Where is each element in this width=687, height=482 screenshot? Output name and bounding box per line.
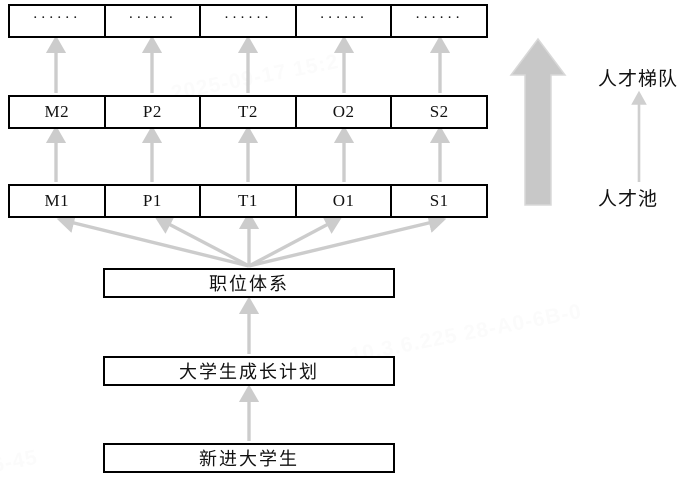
level-cell-t1: T1 bbox=[201, 186, 297, 216]
ellipsis-cell-2: ······ bbox=[106, 6, 202, 36]
level-cell-o1: O1 bbox=[297, 186, 393, 216]
level-cell-p1: P1 bbox=[106, 186, 202, 216]
level-cell-o2: O2 bbox=[297, 97, 393, 127]
level-cell-p2: P2 bbox=[106, 97, 202, 127]
ellipsis-cell-3: ······ bbox=[201, 6, 297, 36]
box-new-graduates: 新进大学生 bbox=[103, 443, 395, 473]
level-cell-m1: M1 bbox=[10, 186, 106, 216]
block-arrow-progression bbox=[509, 37, 567, 206]
level-cell-s2: S2 bbox=[429, 102, 449, 121]
box-position-system: 职位体系 bbox=[103, 268, 395, 298]
arrows-position-fanout bbox=[56, 211, 447, 268]
ellipsis-cell-1: ······ bbox=[10, 6, 106, 36]
ellipsis-row: ······ ······ ······ ······ ······ bbox=[8, 4, 488, 38]
watermark-fragment: 6-45 bbox=[0, 445, 40, 478]
label-talent-pool: 人才池 bbox=[598, 188, 659, 210]
level-cell-t2: T2 bbox=[201, 97, 297, 127]
arrows-level1-to-level2 bbox=[45, 125, 451, 182]
level-2-row: M2 P2 T2 O2 S2 bbox=[8, 95, 488, 129]
level-cell-s1: S1 bbox=[429, 191, 449, 210]
label-talent-echelon: 人才梯队 bbox=[598, 68, 679, 90]
level-cell-m2: M2 bbox=[10, 97, 106, 127]
arrows-level2-to-ellipsis bbox=[45, 35, 451, 93]
level-1-row: M1 P1 T1 O1 S1 bbox=[8, 184, 488, 218]
box-growth-plan: 大学生成长计划 bbox=[103, 356, 395, 386]
ellipsis-cell-5: ······ bbox=[415, 10, 464, 26]
ellipsis-cell-4: ······ bbox=[297, 6, 393, 36]
